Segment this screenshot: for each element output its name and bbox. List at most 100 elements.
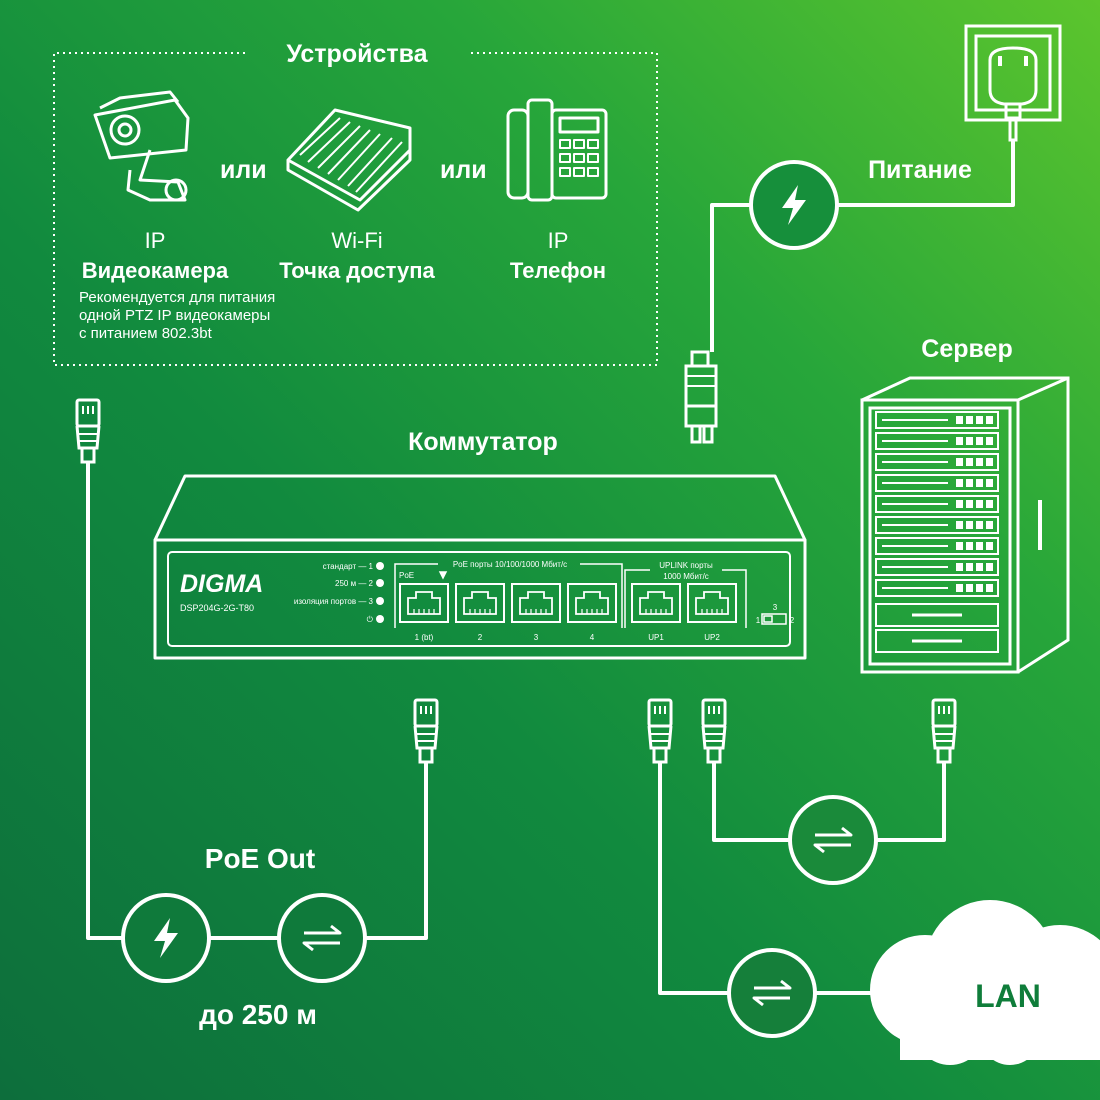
server-unit (875, 537, 999, 555)
switch-body (153, 474, 807, 660)
server-unit-led (976, 416, 983, 424)
poe-exchange-circle (277, 893, 367, 983)
camera-note-1: Рекомендуется для питания (79, 289, 275, 306)
cloud-icon (870, 900, 1100, 1065)
server-unit-led (966, 437, 973, 445)
server-unit-led (976, 542, 983, 550)
mode-indicators: стандарт — 1 250 м — 2 изоляция портов —… (294, 562, 384, 624)
power-plug-icon (964, 24, 1062, 142)
mode-label-1: стандарт — 1 (323, 562, 374, 571)
switch-port-4 (567, 583, 617, 623)
camera-note-3: с питанием 802.3bt (79, 325, 213, 342)
mode-switch-num-2: 2 (790, 616, 795, 625)
switch-port-5 (631, 583, 681, 623)
poe-out-distance: до 250 м (199, 999, 317, 1030)
switch-port-2 (455, 583, 505, 623)
ip-phone-icon (506, 98, 608, 202)
port-label: 3 (534, 633, 539, 642)
power-cable (710, 140, 1015, 352)
port-label: UP2 (704, 633, 720, 642)
server-unit-led (956, 458, 963, 466)
power-lightning-circle (749, 160, 839, 250)
server-unit-led (986, 458, 993, 466)
ip-camera-icon (93, 90, 190, 202)
camera-note-2: одной PTZ IP видеокамеры (79, 307, 270, 324)
port-label: UP1 (648, 633, 664, 642)
switch-model: DSP204G-2G-T80 (180, 603, 254, 613)
server-unit-led (966, 458, 973, 466)
server-unit-led (986, 500, 993, 508)
rj45-connector-icon (701, 698, 727, 764)
poe-port-group (394, 563, 747, 628)
server-unit-led (966, 584, 973, 592)
lan-label: LAN (975, 978, 1041, 1014)
camera-label-2: Видеокамера (82, 258, 229, 283)
phone-label-1: IP (548, 228, 569, 253)
server-unit-led (986, 437, 993, 445)
mode-label-4: ⏻ (367, 615, 374, 624)
rj45-connector-icon (931, 698, 957, 764)
server-unit-led (976, 584, 983, 592)
switch-port-6 (687, 583, 737, 623)
server-unit-led (956, 521, 963, 529)
server-unit-led (956, 542, 963, 550)
mode-label-3: изоляция портов — 3 (294, 597, 374, 606)
server-unit-led (966, 521, 973, 529)
uplink-header-1: UPLINK порты (659, 561, 713, 570)
server-rack-icon (860, 376, 1070, 674)
server-unit-led (966, 479, 973, 487)
devices-title: Устройства (286, 40, 428, 68)
server-unit-led (986, 479, 993, 487)
server-unit-led (956, 437, 963, 445)
server-unit-led (976, 458, 983, 466)
server-unit (875, 474, 999, 492)
server-unit-led (986, 563, 993, 571)
server-unit-led (976, 521, 983, 529)
server-unit-led (976, 479, 983, 487)
mode-switch (761, 613, 787, 625)
server-unit-led (976, 563, 983, 571)
mode-label-2: 250 м — 2 (335, 579, 374, 588)
camera-label-1: IP (145, 228, 166, 253)
server-unit-led (956, 563, 963, 571)
server-unit (875, 432, 999, 450)
ap-label-1: Wi-Fi (331, 228, 382, 253)
server-unit-led (976, 437, 983, 445)
access-point-icon (286, 108, 412, 212)
server-unit-led (966, 416, 973, 424)
poe-out-label: PoE Out (205, 843, 315, 874)
phone-label-2: Телефон (510, 258, 606, 283)
server-unit (875, 453, 999, 471)
server-unit-led (966, 500, 973, 508)
server-unit (875, 558, 999, 576)
poe-lightning-circle (121, 893, 211, 983)
server-unit (875, 516, 999, 534)
server-unit-led (956, 479, 963, 487)
uplink-header-2: 1000 Мбит/с (663, 572, 709, 581)
switch-brand: DIGMA (180, 570, 263, 598)
rj45-connector-icon (647, 698, 673, 764)
poe-out-cable (86, 462, 428, 940)
power-connector (684, 350, 718, 444)
poe-ports-header: PoE порты 10/100/1000 Мбит/с (453, 560, 567, 569)
server-unit-led (956, 500, 963, 508)
server-unit-led (976, 500, 983, 508)
server-unit (875, 411, 999, 429)
port-label: 1 (bt) (415, 633, 434, 642)
rj45-connector-icon (75, 398, 101, 464)
server-unit (875, 579, 999, 597)
lan-exchange-circle (727, 948, 817, 1038)
switch-label: Коммутатор (408, 428, 558, 456)
server-unit (875, 495, 999, 513)
server-unit-led (986, 416, 993, 424)
poe-tag: PoE (399, 571, 414, 580)
switch-port-1 (399, 583, 449, 623)
or-label-2: или (440, 156, 487, 184)
server-exchange-circle (788, 795, 878, 885)
mode-switch-num-1: 1 (756, 616, 761, 625)
server-unit-led (986, 584, 993, 592)
rj45-connector-icon (413, 698, 439, 764)
